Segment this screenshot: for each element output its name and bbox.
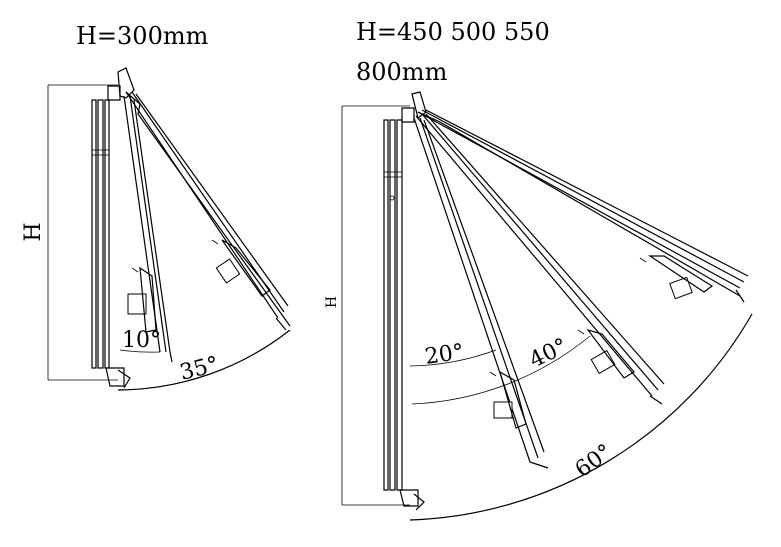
- right-arc-40deg: [411, 335, 591, 405]
- right-sash-60deg: [417, 109, 749, 303]
- right-diagram: H=450 500 550 800mm H: [324, 18, 753, 521]
- right-frame-profile: [383, 91, 427, 511]
- left-sash-10deg: [123, 95, 173, 363]
- left-sash-35deg: [125, 91, 291, 331]
- left-height-label: H: [21, 222, 46, 241]
- right-sash-20deg: [413, 117, 549, 469]
- right-angle-20-label: 20°: [423, 340, 465, 370]
- left-arc-10deg: [119, 349, 161, 353]
- right-heading-line2: 800mm: [356, 58, 448, 86]
- left-diagram: H=300mm H: [21, 22, 291, 391]
- right-heading-line1: H=450 500 550: [356, 18, 550, 46]
- left-frame-profile: [91, 67, 135, 389]
- right-height-label: H: [324, 296, 340, 308]
- right-angle-40-label: 40°: [526, 334, 572, 374]
- left-arc-35deg: [117, 329, 291, 391]
- right-sash-40deg: [415, 113, 665, 405]
- left-angle-10-label: 10°: [122, 328, 161, 353]
- right-arc-60deg: [409, 313, 753, 521]
- right-angle-60-label: 60°: [571, 440, 617, 483]
- right-arc-20deg: [409, 349, 497, 367]
- left-angle-35-label: 35°: [177, 352, 221, 386]
- left-heading: H=300mm: [76, 22, 209, 50]
